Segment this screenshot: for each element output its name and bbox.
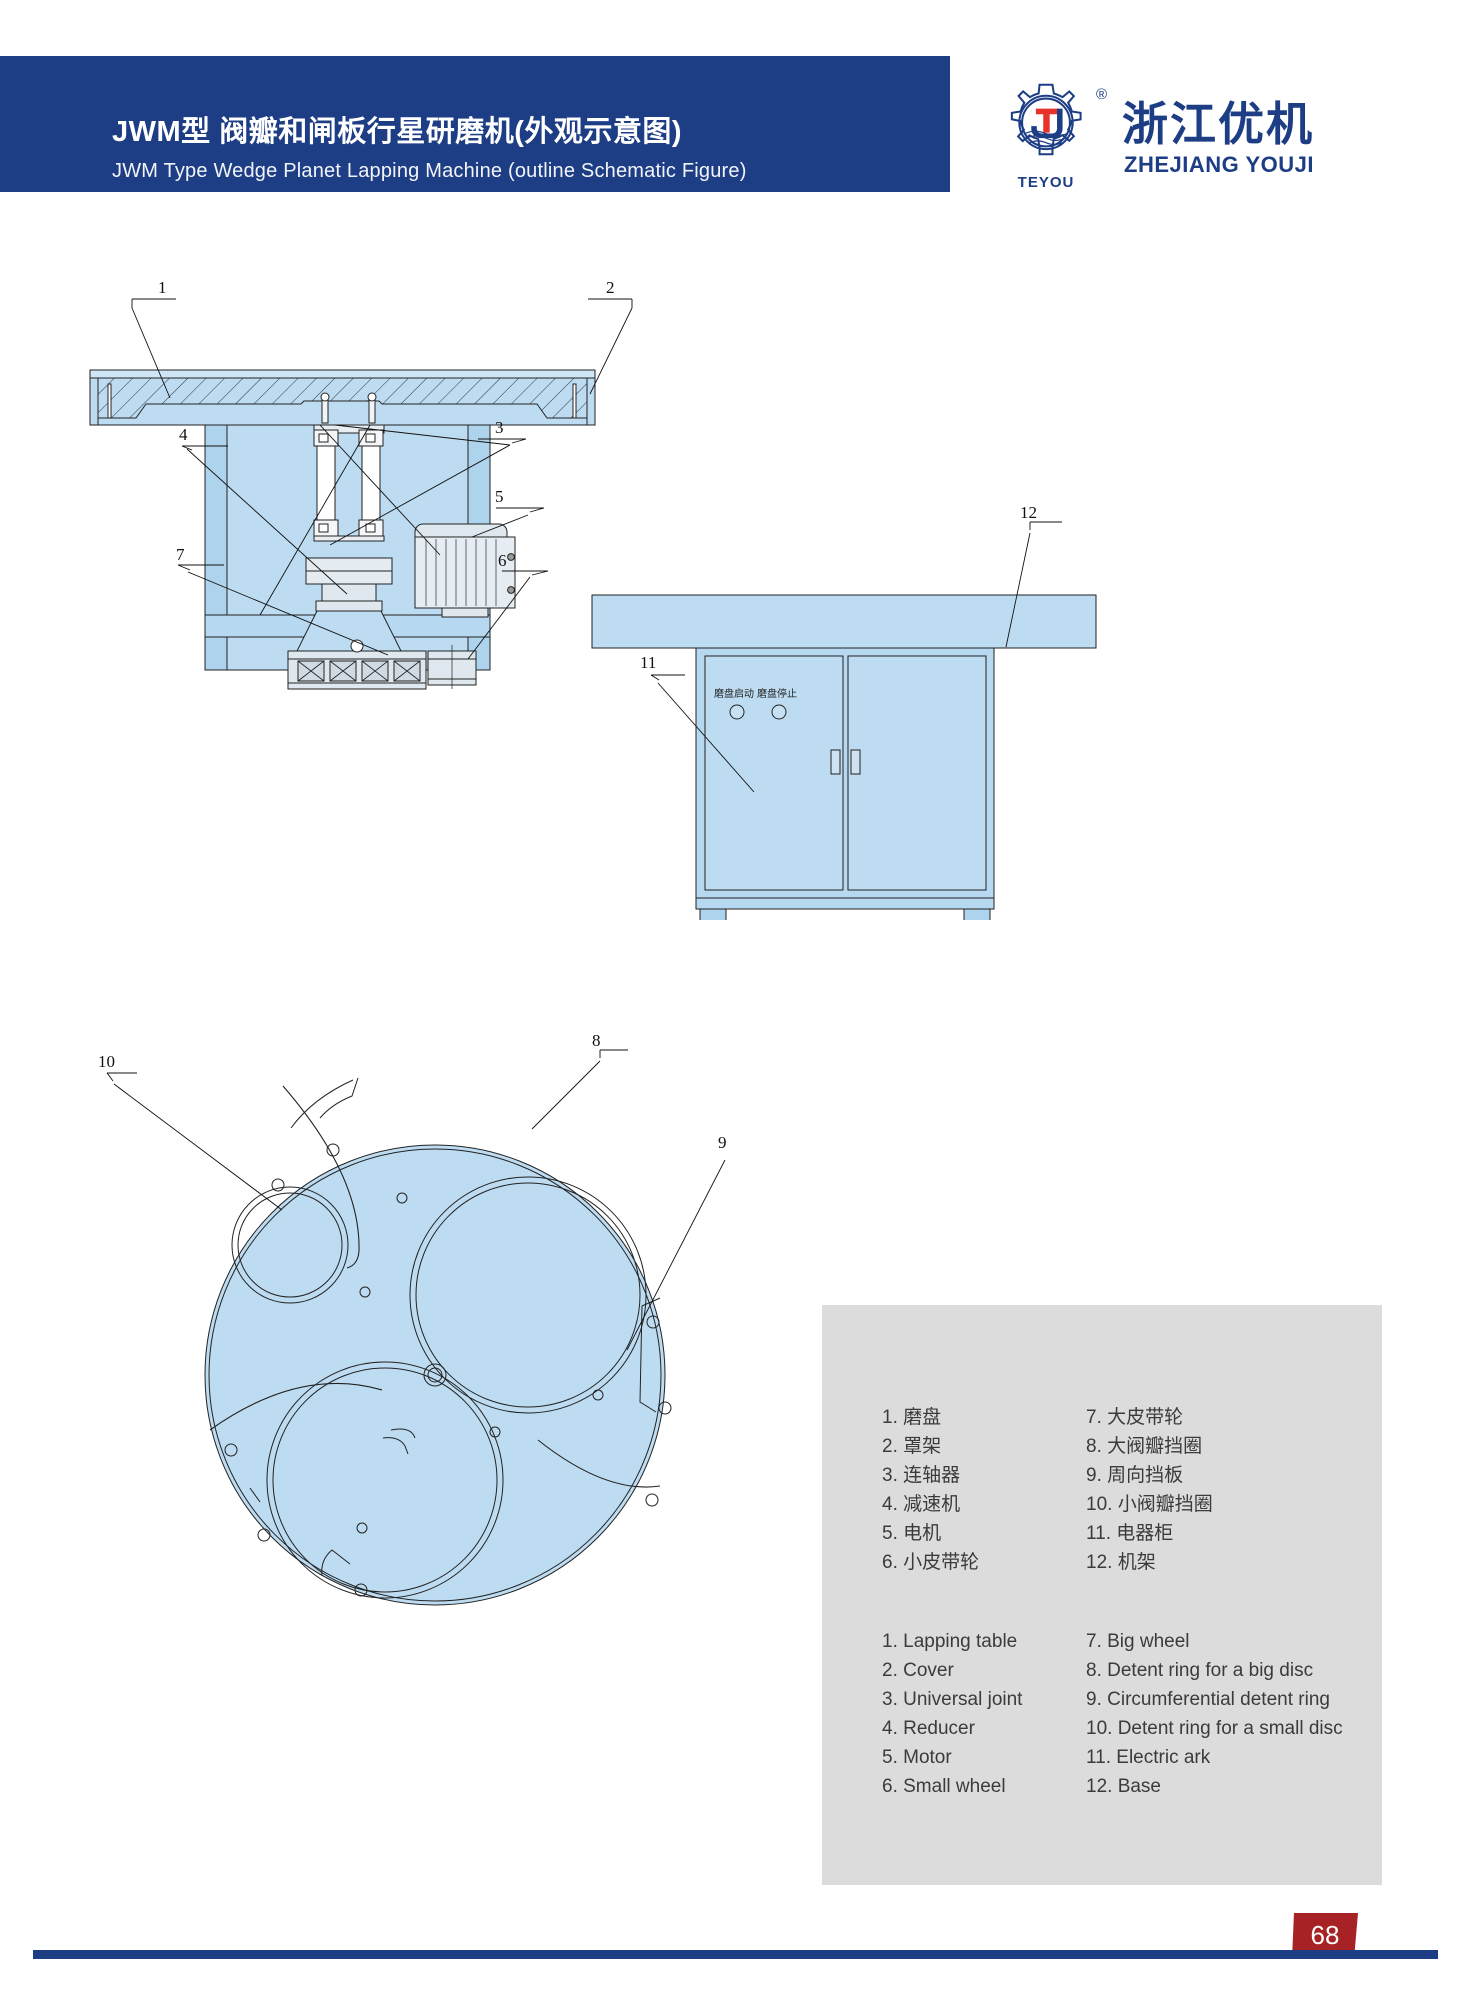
company-logo: TEYOU ® 浙江优机 ZHEJIANG YOUJI (1000, 82, 1380, 200)
legend-item: 1. 磨盘 (882, 1407, 942, 1428)
electric-cabinet-elevation: 11 12 磨盘启动 磨盘停止 (590, 500, 1150, 924)
callout-8: 8 (592, 1031, 601, 1050)
callout-1: 1 (158, 278, 167, 297)
front-elevation-lapping-machine: 1 2 3 4 5 6 7 (70, 275, 750, 695)
legend-item: 4. Reducer (882, 1718, 975, 1739)
callout-7: 7 (176, 545, 185, 564)
callout-5: 5 (495, 487, 504, 506)
legend-item: 2. Cover (882, 1660, 954, 1681)
legend-item: 1. Lapping table (882, 1631, 1018, 1652)
callout-11: 11 (640, 653, 657, 672)
legend-item: 4. 减速机 (882, 1494, 961, 1515)
legend-item: 6. Small wheel (882, 1776, 1006, 1797)
callout-3: 3 (495, 418, 504, 437)
legend-item: 9. 周向挡板 (1086, 1465, 1184, 1486)
legend-english-right-column: 7. Big wheel 8. Detent ring for a big di… (1086, 1627, 1343, 1801)
company-name-en: ZHEJIANG YOUJI (1124, 152, 1314, 177)
teyou-gear-logo-icon (1000, 82, 1092, 174)
legend-item: 3. Universal joint (882, 1689, 1023, 1710)
legend-item: 7. 大皮带轮 (1086, 1407, 1184, 1428)
callout-6: 6 (498, 551, 507, 570)
legend-item: 7. Big wheel (1086, 1631, 1190, 1652)
legend-english-left-column: 1. Lapping table 2. Cover 3. Universal j… (882, 1627, 1022, 1801)
legend-item: 8. Detent ring for a big disc (1086, 1660, 1314, 1681)
legend-item: 10. Detent ring for a small disc (1086, 1718, 1343, 1739)
page-title-en: JWM Type Wedge Planet Lapping Machine (o… (112, 160, 747, 182)
callout-9: 9 (718, 1133, 727, 1152)
legend-item: 3. 连轴器 (882, 1465, 961, 1486)
panel-label-stop: 磨盘停止 (757, 689, 797, 700)
logo-teyou-text: TEYOU (1017, 174, 1075, 191)
legend-item: 9. Circumferential detent ring (1086, 1689, 1330, 1710)
legend-chinese-left-column: 1. 磨盘 2. 罩架 3. 连轴器 4. 减速机 5. 电机 6. 小皮带轮 (882, 1403, 979, 1577)
legend-item: 5. 电机 (882, 1523, 942, 1544)
legend-item: 6. 小皮带轮 (882, 1552, 980, 1573)
panel-label-start: 磨盘启动 (714, 689, 754, 700)
company-name-cn: 浙江优机 (1122, 98, 1314, 150)
footer-rule (33, 1950, 1438, 1959)
registered-trademark-icon: ® (1096, 86, 1108, 103)
callout-4: 4 (179, 425, 188, 444)
page-title-cn: JWM型 阀瓣和闸板行星研磨机(外观示意图) (112, 116, 683, 148)
legend-item: 5. Motor (882, 1747, 952, 1768)
legend-item: 11. Electric ark (1086, 1747, 1211, 1768)
legend-item: 10. 小阀瓣挡圈 (1086, 1494, 1213, 1515)
header-band (0, 56, 950, 192)
legend-item: 12. Base (1086, 1776, 1161, 1797)
legend-chinese-right-column: 7. 大皮带轮 8. 大阀瓣挡圈 9. 周向挡板 10. 小阀瓣挡圈 11. 电… (1086, 1403, 1213, 1577)
callout-10: 10 (98, 1052, 115, 1071)
legend-item: 11. 电器柜 (1086, 1523, 1174, 1544)
legend-item: 12. 机架 (1086, 1552, 1156, 1573)
callout-12: 12 (1020, 503, 1037, 522)
top-white-margin (0, 0, 1473, 56)
legend-item: 8. 大阀瓣挡圈 (1086, 1436, 1203, 1457)
parts-legend-box: 1. 磨盘 2. 罩架 3. 连轴器 4. 减速机 5. 电机 6. 小皮带轮 … (822, 1305, 1382, 1885)
lapping-table-top-view: 10 8 9 (98, 1030, 740, 1650)
legend-item: 2. 罩架 (882, 1436, 942, 1457)
callout-2: 2 (606, 278, 615, 297)
